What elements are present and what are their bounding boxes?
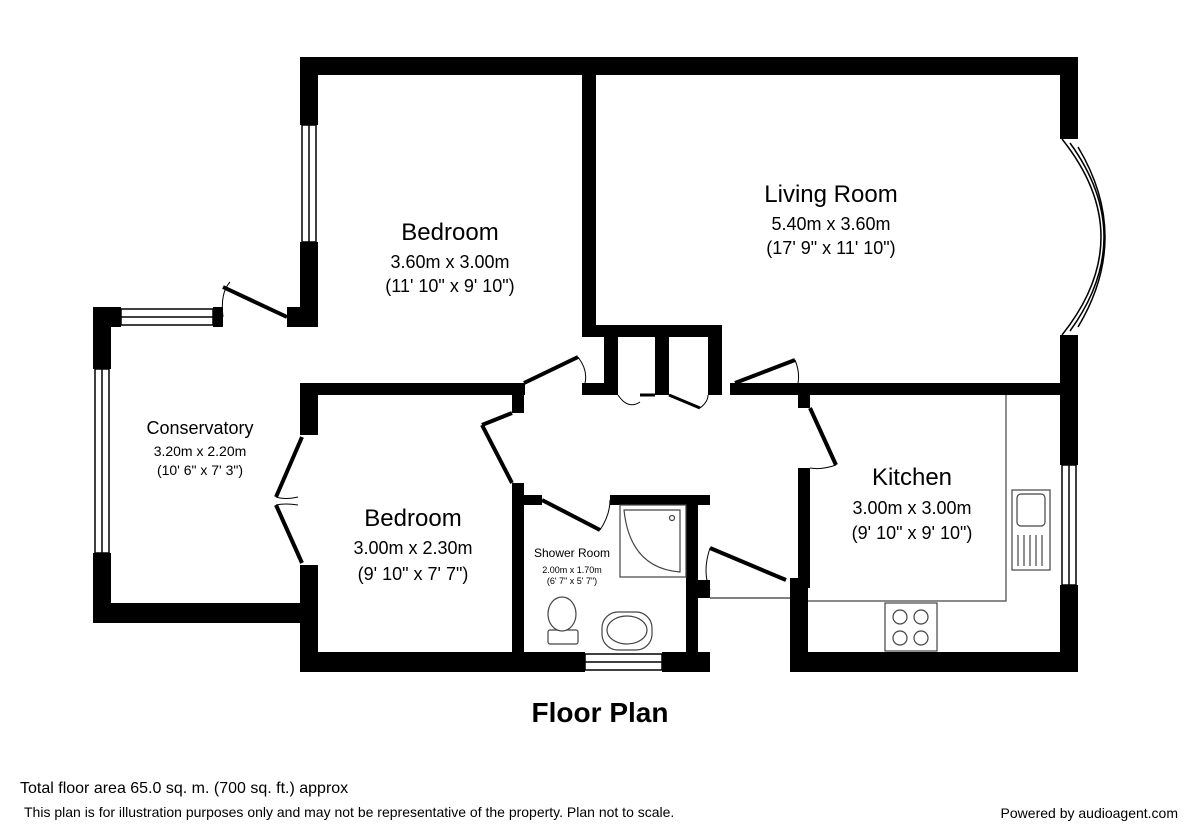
room-name-kitchen: Kitchen: [872, 464, 952, 491]
room-metric-bedroom-2: 3.00m x 2.30m: [353, 538, 472, 558]
room-metric-living-room: 5.40m x 3.60m: [771, 214, 890, 234]
doors: [221, 281, 838, 599]
room-metric-kitchen: 3.00m x 3.00m: [852, 498, 971, 518]
room-name-bedroom-2: Bedroom: [364, 505, 461, 532]
disclaimer: This plan is for illustration purposes o…: [24, 804, 675, 820]
total-floor-area: Total floor area 65.0 sq. m. (700 sq. ft…: [20, 780, 349, 797]
walls: [93, 57, 1078, 672]
kitchen-counter: [808, 395, 1007, 602]
room-metric-bedroom-1: 3.60m x 3.00m: [390, 252, 509, 272]
room-imperial-shower-room: (6' 7" x 5' 7"): [547, 576, 597, 586]
room-imperial-kitchen: (9' 10" x 9' 10"): [852, 523, 973, 543]
room-imperial-conservatory: (10' 6" x 7' 3"): [157, 462, 243, 478]
room-name-conservatory: Conservatory: [146, 418, 253, 438]
room-imperial-bedroom-2: (9' 10" x 7' 7"): [358, 564, 469, 584]
plan-title: Floor Plan: [532, 697, 669, 728]
room-name-living-room: Living Room: [764, 181, 897, 208]
room-metric-shower-room: 2.00m x 1.70m: [542, 565, 602, 575]
room-labels: Bedroom 3.60m x 3.00m (11' 10" x 9' 10")…: [146, 181, 972, 728]
room-metric-conservatory: 3.20m x 2.20m: [154, 443, 247, 459]
internal-walls: [300, 75, 1078, 672]
powered-by: Powered by audioagent.com: [1000, 805, 1178, 821]
toilet-icon: [547, 629, 579, 645]
fixtures: [547, 395, 1051, 652]
hob-icon: [884, 602, 938, 652]
room-imperial-bedroom-1: (11' 10" x 9' 10"): [385, 276, 514, 296]
room-name-shower-room: Shower Room: [534, 546, 610, 560]
windows: [94, 124, 1106, 671]
room-name-bedroom-1: Bedroom: [401, 219, 498, 246]
room-imperial-living-room: (17' 9" x 11' 10"): [766, 238, 895, 258]
